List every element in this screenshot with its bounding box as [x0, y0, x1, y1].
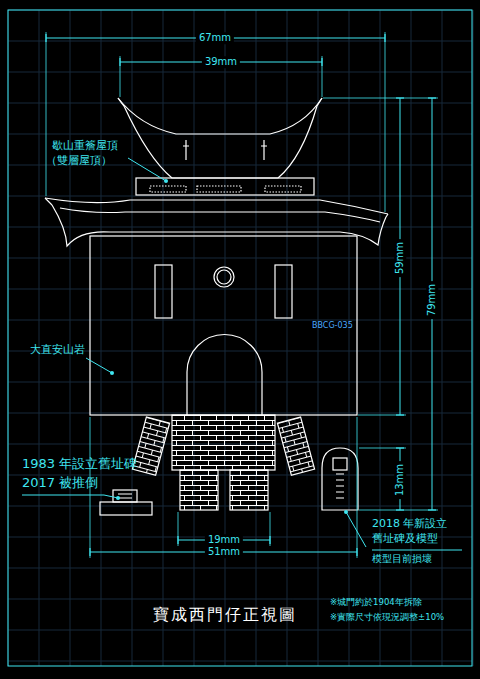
brick-leg [230, 470, 268, 510]
lower-roof-eave [52, 205, 386, 246]
grid-line [8, 72, 472, 73]
brick-arm [277, 417, 314, 475]
callout-text: 舊址碑及模型 [372, 533, 438, 546]
grid-line [8, 630, 472, 631]
grid-line [473, 10, 474, 666]
window [155, 265, 172, 318]
drawing-title: 寶成西門仔正視圖 [153, 606, 297, 624]
dimension-lines [46, 32, 438, 558]
upper-roof-ridge [118, 98, 322, 134]
callout-text: 歇山重簷屋頂 [52, 140, 118, 153]
callout-text: 2018 年新設立 [372, 518, 448, 531]
grid-line [8, 320, 472, 321]
callout-text: 模型目前損壞 [372, 553, 432, 565]
grid-line [8, 289, 472, 290]
grid-line [8, 661, 472, 662]
grid-line [8, 196, 472, 197]
fallen-stele [100, 502, 152, 515]
callout-text: （雙層屋頂） [46, 155, 112, 168]
callout-text: 大直安山岩 [30, 344, 85, 357]
sheet-frame [8, 10, 472, 666]
note: ※實際尺寸依現況調整±10% [330, 613, 444, 623]
grid-line [8, 413, 472, 414]
dimension: 19mm [205, 534, 243, 546]
grid-line [8, 382, 472, 383]
brick-leg [180, 470, 218, 510]
dimension: 67mm [196, 32, 234, 44]
brick-arm [132, 417, 169, 475]
grid-line [8, 41, 472, 42]
grid-line [8, 227, 472, 228]
round-window [214, 267, 234, 287]
grid-line [8, 568, 472, 569]
grid-line [8, 103, 472, 104]
callout-text: 2017 被推倒 [22, 476, 98, 491]
gate-illustration [45, 98, 388, 515]
grid [8, 10, 473, 666]
model-code: BBCG-035 [312, 321, 353, 330]
callout-text: 1983 年設立舊址碑 [22, 457, 137, 472]
new-stele [322, 448, 358, 510]
upper-roof-base [136, 178, 314, 195]
dimension: 39mm [202, 56, 240, 68]
dimension: 59mm [394, 239, 406, 277]
dimension: 13mm [394, 461, 406, 499]
dimension: 51mm [205, 546, 243, 558]
dimension: 79mm [426, 281, 438, 319]
note: ※城門約於1904年拆除 [330, 598, 422, 608]
gate-arch [187, 335, 262, 416]
brick-torso [172, 415, 275, 470]
gate-body [90, 236, 357, 415]
window [275, 265, 292, 318]
upper-roof-eave [124, 106, 317, 178]
leader-lines [22, 158, 462, 550]
